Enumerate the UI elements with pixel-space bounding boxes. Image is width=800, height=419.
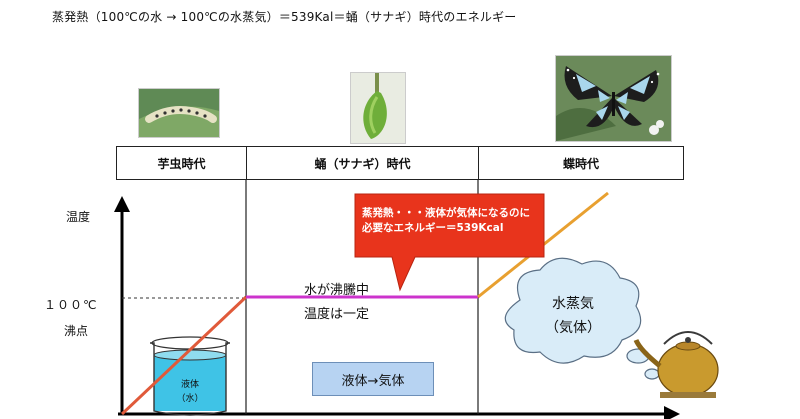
beaker-label-line1: 液体: [180, 380, 199, 390]
beaker-icon: [150, 336, 230, 416]
y-axis-label: 温度: [66, 210, 91, 224]
stage-butterfly: 蝶時代: [562, 156, 599, 171]
evaporation-heat-callout: [354, 193, 545, 292]
pupa-photo: [350, 72, 406, 144]
boiling-status-text: 水が沸騰中: [304, 283, 370, 298]
butterfly-photo: [555, 55, 672, 142]
y-axis-arrow-icon: [114, 196, 130, 212]
phase-change-box: 液体→気体: [312, 362, 434, 396]
stage-table: 芋虫時代 蛹（サナギ）時代 蝶時代: [116, 146, 684, 180]
vapor-label: 水蒸気 （気体）: [528, 292, 618, 340]
caterpillar-photo: [138, 88, 220, 138]
page-title: 蒸発熱（100℃の水 → 100℃の水蒸気）＝539Kal＝蛹（サナギ）時代のエ…: [52, 10, 517, 24]
kettle-icon: [633, 331, 719, 398]
vapor-label-line2: （気体）: [545, 320, 601, 336]
stage-caterpillar: 芋虫時代: [117, 147, 247, 179]
stage-pupa: 蛹（サナギ）時代: [247, 147, 479, 179]
callout-text: 蒸発熱・・・液体が気体になるのに必要なエネルギー＝539Kcal: [362, 207, 530, 234]
heating-line-liquid: [120, 295, 248, 416]
boiling-temperature-label: １００℃: [44, 298, 98, 312]
vapor-label-line1: 水蒸気: [552, 296, 594, 312]
beaker-label-line2: （水）: [176, 394, 204, 404]
x-axis-arrow-icon: [664, 406, 680, 419]
constant-temperature-text: 温度は一定: [304, 307, 370, 322]
boiling-point-label: 沸点: [64, 324, 89, 338]
beaker-label: 液体 （水）: [160, 378, 220, 406]
